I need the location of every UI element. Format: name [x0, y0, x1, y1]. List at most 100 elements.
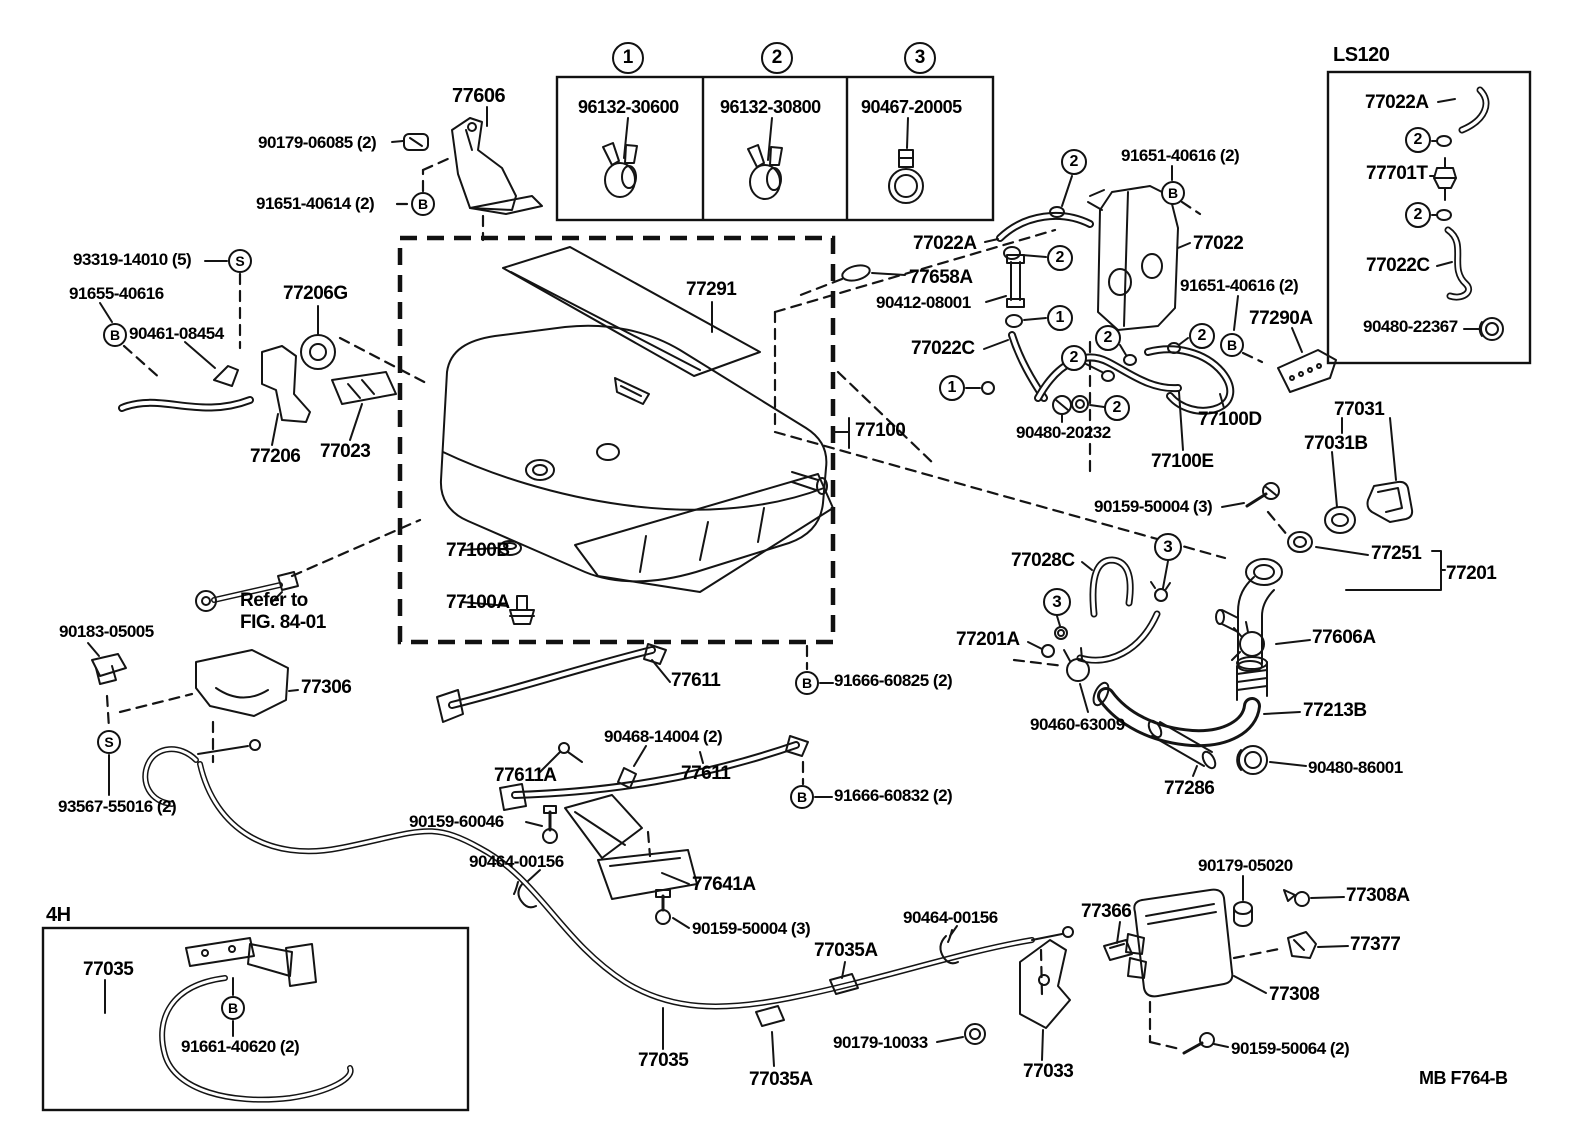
circled-symbol-B: B: [103, 323, 127, 347]
circled-symbol-S: S: [97, 730, 121, 754]
label-77031: 77031: [1334, 399, 1385, 420]
legend-part-3: 90467-20005: [861, 97, 962, 117]
label-77308a: 77308A: [1346, 885, 1410, 906]
inset-4h-title: 4H: [46, 904, 71, 926]
circled-symbol-B: B: [790, 785, 814, 809]
label-90159-60046: 90159-60046: [409, 812, 504, 831]
note-refer-line2: FIG. 84-01: [240, 612, 326, 633]
bracket-77606-art: [391, 106, 543, 242]
label-77606: 77606: [452, 85, 506, 107]
circled-symbol-1: 1: [939, 375, 965, 401]
inset-ls120-title: LS120: [1333, 44, 1390, 66]
label-91655-40616: 91655-40616: [69, 284, 164, 303]
label-91661-40620: 91661-40620 (2): [181, 1037, 300, 1056]
label-90179-10033: 90179-10033: [833, 1033, 928, 1052]
label-90480-22367: 90480-22367: [1363, 317, 1458, 336]
circled-symbol-B: B: [221, 996, 245, 1020]
label-90468-14004: 90468-14004 (2): [604, 727, 723, 746]
label-90159-50004-a: 90159-50004 (3): [1094, 497, 1213, 516]
label-90179-06085: 90179-06085 (2): [258, 133, 377, 152]
label-93567-55016: 93567-55016 (2): [58, 797, 177, 816]
label-77035-main: 77035: [638, 1050, 689, 1071]
label-90460-63009: 90460-63009: [1030, 715, 1125, 734]
label-77201a: 77201A: [956, 629, 1020, 650]
label-77100a: 77100A: [446, 592, 510, 613]
spring-clamp-icon: [747, 144, 783, 200]
circled-symbol-B: B: [795, 671, 819, 695]
label-77033: 77033: [1023, 1061, 1074, 1082]
circled-symbol-S: S: [228, 249, 252, 273]
label-90412-08001: 90412-08001: [876, 293, 971, 312]
screw-clamp-icon: [888, 149, 924, 204]
label-77035a-lower: 77035A: [749, 1069, 813, 1090]
label-77291: 77291: [686, 279, 737, 300]
circled-symbol-B: B: [1161, 181, 1185, 205]
label-77100: 77100: [855, 420, 906, 441]
label-91666-60825: 91666-60825 (2): [834, 671, 953, 690]
label-77286: 77286: [1164, 778, 1215, 799]
label-93319-14010: 93319-14010 (5): [73, 250, 192, 269]
label-77023: 77023: [320, 441, 371, 462]
label-91651-40614: 91651-40614 (2): [256, 194, 375, 213]
label-77100b: 77100B: [446, 540, 510, 561]
tank-assembly-dashed-box: [397, 235, 836, 645]
circled-symbol-2: 2: [1405, 202, 1431, 228]
circled-symbol-2: 2: [1095, 325, 1121, 351]
label-77022c: 77022C: [911, 338, 975, 359]
circled-symbol-2: 2: [1189, 323, 1215, 349]
label-77100e: 77100E: [1151, 451, 1214, 472]
label-77308: 77308: [1269, 984, 1320, 1005]
fuel-door-art: [1125, 875, 1349, 1055]
footer-code: MB F764-B: [1419, 1068, 1508, 1088]
circled-symbol-1: 1: [612, 42, 644, 74]
label-77035a-upper: 77035A: [814, 940, 878, 961]
label-77290a: 77290A: [1249, 308, 1313, 329]
spring-clamp-icon: [602, 142, 638, 198]
label-77028c: 77028C: [1011, 550, 1075, 571]
legend-part-2: 96132-30800: [720, 97, 821, 117]
ls120-parts-art: [1429, 86, 1504, 341]
label-77022a: 77022A: [913, 233, 977, 254]
circled-symbol-2: 2: [1061, 149, 1087, 175]
label-77213b: 77213B: [1303, 700, 1367, 721]
label-90461-08454: 90461-08454: [129, 324, 224, 343]
circled-symbol-2: 2: [1061, 345, 1087, 371]
label-90179-05020: 90179-05020: [1198, 856, 1293, 875]
circled-symbol-B: B: [1220, 333, 1244, 357]
label-77206g: 77206G: [283, 283, 348, 304]
fuel-inlet-hose-art: [1012, 647, 1307, 777]
circled-symbol-2: 2: [761, 42, 793, 74]
label-91651-40616-a: 91651-40616 (2): [1121, 146, 1240, 165]
label-77035-4h: 77035: [83, 959, 134, 980]
label-91666-60832: 91666-60832 (2): [834, 786, 953, 805]
label-77206: 77206: [250, 446, 301, 467]
label-77022a-ls120: 77022A: [1365, 92, 1429, 113]
label-77611-lower: 77611: [681, 763, 731, 784]
label-77701t: 77701T: [1366, 163, 1428, 184]
circled-symbol-3: 3: [904, 42, 936, 74]
circled-symbol-3: 3: [1154, 533, 1182, 561]
label-77658a: 77658A: [909, 267, 973, 288]
label-90480-20232: 90480-20232: [1016, 423, 1111, 442]
legend-part-1: 96132-30600: [578, 97, 679, 117]
label-77022: 77022: [1193, 233, 1244, 254]
circled-symbol-2: 2: [1047, 245, 1073, 271]
label-77031b: 77031B: [1304, 433, 1368, 454]
label-77366: 77366: [1081, 901, 1132, 922]
circled-symbol-3: 3: [1043, 588, 1071, 616]
note-refer-line1: Refer to: [240, 590, 308, 611]
label-77641a: 77641A: [692, 874, 756, 895]
circled-symbol-2: 2: [1405, 127, 1431, 153]
label-90464-00156-b: 90464-00156: [903, 908, 998, 927]
label-90159-50004-b: 90159-50004 (3): [692, 919, 811, 938]
label-90183-05005: 90183-05005: [59, 622, 154, 641]
label-90159-50064: 90159-50064 (2): [1231, 1039, 1350, 1058]
4h-inset-box: [41, 926, 470, 1112]
label-77201: 77201: [1446, 563, 1497, 584]
label-77611-upper: 77611: [671, 670, 721, 691]
circled-symbol-B: B: [411, 192, 435, 216]
label-77606a: 77606A: [1312, 627, 1376, 648]
label-77022c-ls120: 77022C: [1366, 255, 1430, 276]
